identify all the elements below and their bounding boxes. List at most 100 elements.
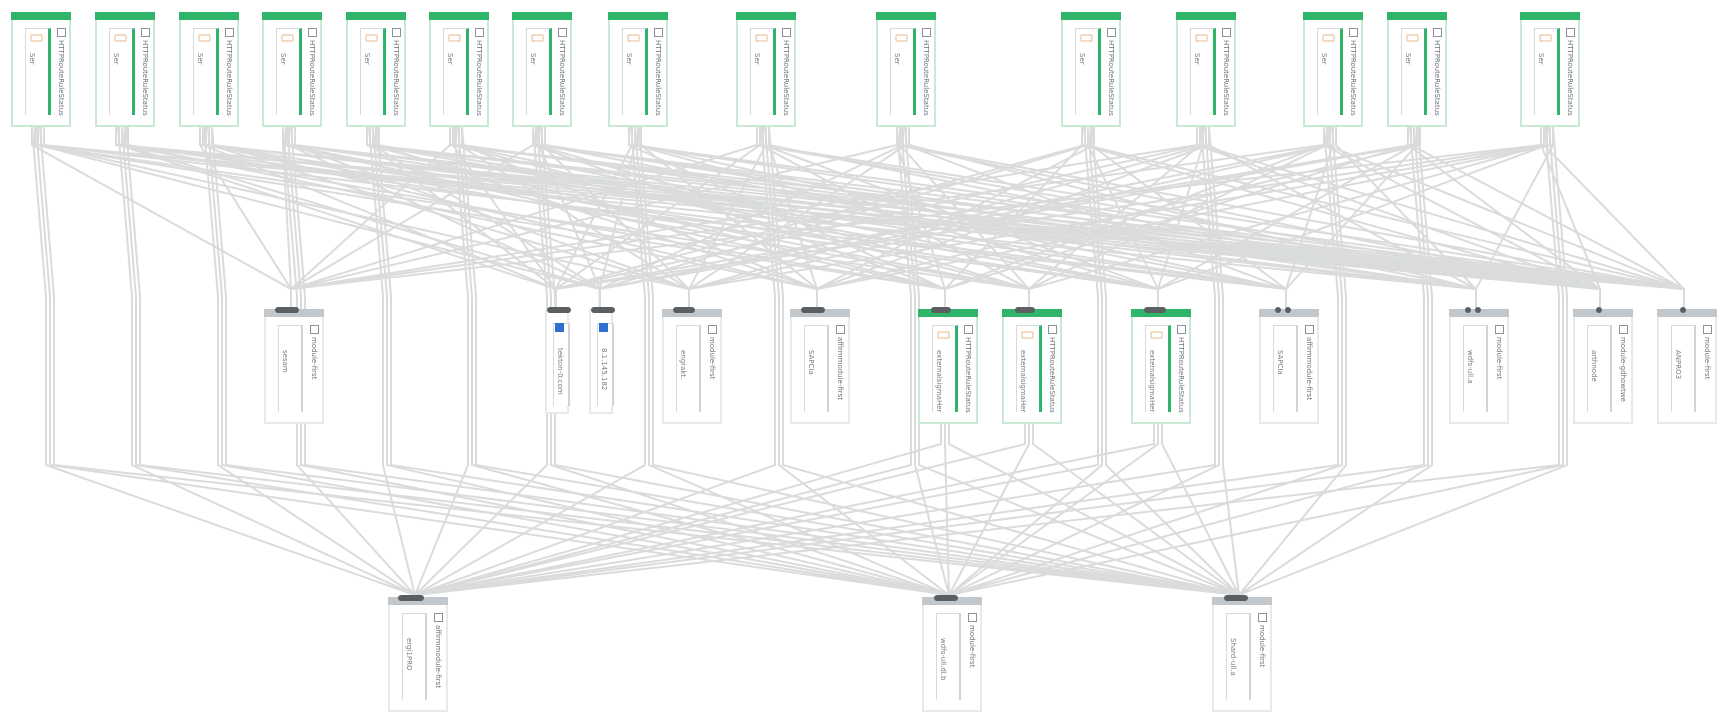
bottom-node[interactable]: ergi1PRO affirmmodule-first — [388, 595, 448, 712]
connection-edge — [372, 126, 950, 596]
connection-port — [1475, 307, 1481, 313]
connection-edge — [414, 126, 912, 596]
node-kind: affirmmodule-first — [434, 625, 442, 689]
connection-edge — [948, 423, 1030, 596]
node-inner-panel: Ser — [25, 28, 51, 115]
resource-type-icon — [141, 28, 150, 37]
top-node[interactable]: Ser HTTPRouteRuleStatus — [1387, 12, 1447, 127]
node-inner-panel: wdfs-ull.dl.b — [936, 613, 961, 700]
top-node[interactable]: Ser HTTPRouteRuleStatus — [429, 12, 489, 127]
resource-type-icon — [1566, 28, 1575, 37]
resource-type-icon — [708, 325, 717, 334]
middle-node[interactable]: sesam module-first — [264, 307, 324, 424]
node-label: ergi1PRO — [405, 638, 413, 671]
node-inner-panel: Ser — [890, 28, 916, 115]
node-status-bar — [1520, 12, 1580, 20]
connection-edge — [948, 126, 1343, 596]
bottom-node[interactable]: wdfs-ull.dl.b module-first — [922, 595, 982, 712]
node-status-bar — [388, 597, 448, 605]
resource-type-icon — [392, 28, 401, 37]
node-label: Ser — [363, 53, 371, 65]
node-status-bar — [790, 309, 850, 317]
node-inner-panel: tekton-0.com — [553, 323, 570, 406]
connection-port — [398, 595, 424, 601]
node-label: SAPCIa — [1276, 350, 1284, 375]
resource-type-icon — [782, 28, 791, 37]
node-kind: HTTPRouteRuleStatus — [782, 40, 790, 116]
node-label: Ser — [753, 53, 761, 65]
connection-edge — [948, 126, 1220, 596]
top-node[interactable]: Ser HTTPRouteRuleStatus — [95, 12, 155, 127]
connection-port — [673, 307, 695, 313]
middle-node[interactable]: SAPCIa affirmmodule-first — [790, 307, 850, 424]
middle-node[interactable]: wdfs-ull.a module-first — [1449, 307, 1509, 424]
node-kind: HTTPRouteRuleStatus — [1222, 40, 1230, 116]
node-status-bar — [608, 12, 668, 20]
node-label: Ser — [529, 53, 537, 65]
node-label: Ser — [1537, 53, 1545, 65]
node-kind: HTTPRouteRuleStatus — [1349, 40, 1357, 116]
top-node[interactable]: Ser HTTPRouteRuleStatus — [608, 12, 668, 127]
resource-type-icon — [57, 28, 66, 37]
resource-type-icon — [836, 325, 845, 334]
connection-edge — [35, 126, 950, 596]
connection-port — [1465, 307, 1471, 313]
resource-type-icon — [968, 613, 977, 622]
node-kind: HTTPRouteRuleStatus — [654, 40, 662, 116]
node-status-bar — [1449, 309, 1509, 317]
connection-edge — [39, 126, 1240, 596]
resource-type-icon — [1349, 28, 1358, 37]
top-node[interactable]: Ser HTTPRouteRuleStatus — [1303, 12, 1363, 127]
node-label: Ser — [1320, 53, 1328, 65]
top-node[interactable]: Ser HTTPRouteRuleStatus — [512, 12, 572, 127]
node-label: Ser — [112, 53, 120, 65]
top-node[interactable]: Ser HTTPRouteRuleStatus — [876, 12, 936, 127]
middle-node[interactable]: tekton-0.com — [545, 307, 571, 414]
resource-type-icon — [310, 325, 319, 334]
connection-edge — [948, 126, 1429, 596]
node-kind: HTTPRouteRuleStatus — [1107, 40, 1115, 116]
connection-edge — [1238, 126, 1347, 596]
node-inner-panel: ergi1PRO — [402, 613, 427, 700]
connection-edge — [1032, 423, 1240, 596]
connection-edge — [1543, 126, 1685, 310]
top-node[interactable]: Ser HTTPRouteRuleStatus — [262, 12, 322, 127]
top-node[interactable]: Ser HTTPRouteRuleStatus — [11, 12, 71, 127]
warning-icon — [114, 34, 127, 42]
top-node[interactable]: Ser HTTPRouteRuleStatus — [736, 12, 796, 127]
middle-node[interactable]: engrakt. module-first — [662, 307, 722, 424]
middle-node[interactable]: 8.1.145.182 — [589, 307, 615, 414]
middle-node[interactable]: ANPRO3 module-first — [1657, 307, 1717, 424]
node-kind: HTTPRouteRuleStatus — [392, 40, 400, 116]
connection-edge — [414, 423, 1155, 596]
connection-edge — [414, 126, 1425, 596]
middle-node[interactable]: externalsigmaHer HTTPRouteRuleStatus — [1131, 307, 1191, 424]
top-node[interactable]: Ser HTTPRouteRuleStatus — [346, 12, 406, 127]
top-node[interactable]: Ser HTTPRouteRuleStatus — [1520, 12, 1580, 127]
bottom-node[interactable]: Shard-ull.a module-first — [1212, 595, 1272, 712]
top-node[interactable]: Ser HTTPRouteRuleStatus — [1061, 12, 1121, 127]
node-status-bar — [736, 12, 796, 20]
middle-node[interactable]: externalsigmaHer HTTPRouteRuleStatus — [1002, 307, 1062, 424]
middle-node[interactable]: arthnode module-gdhowtwe — [1573, 307, 1633, 424]
connection-port — [275, 307, 299, 313]
top-node[interactable]: Ser HTTPRouteRuleStatus — [179, 12, 239, 127]
resource-type-icon — [308, 28, 317, 37]
node-kind: HTTPRouteRuleStatus — [1433, 40, 1441, 116]
top-node[interactable]: Ser HTTPRouteRuleStatus — [1176, 12, 1236, 127]
node-status-bar — [662, 309, 722, 317]
connection-edge — [1540, 126, 1601, 310]
node-inner-panel: ANPRO3 — [1671, 325, 1696, 412]
middle-node[interactable]: SAPCIa affirmmodule-first — [1259, 307, 1319, 424]
warning-icon — [281, 34, 294, 42]
node-kind: module-gdhowtwe — [1619, 337, 1627, 402]
node-kind: HTTPRouteRuleStatus — [225, 40, 233, 116]
external-host-icon — [599, 323, 608, 332]
node-kind: HTTPRouteRuleStatus — [308, 40, 316, 116]
node-kind: HTTPRouteRuleStatus — [922, 40, 930, 116]
middle-node[interactable]: externalsigmaHer HTTPRouteRuleStatus — [918, 307, 978, 424]
node-status-bar — [876, 12, 936, 20]
node-label: sesam — [281, 350, 289, 373]
resource-type-icon — [1433, 28, 1442, 37]
